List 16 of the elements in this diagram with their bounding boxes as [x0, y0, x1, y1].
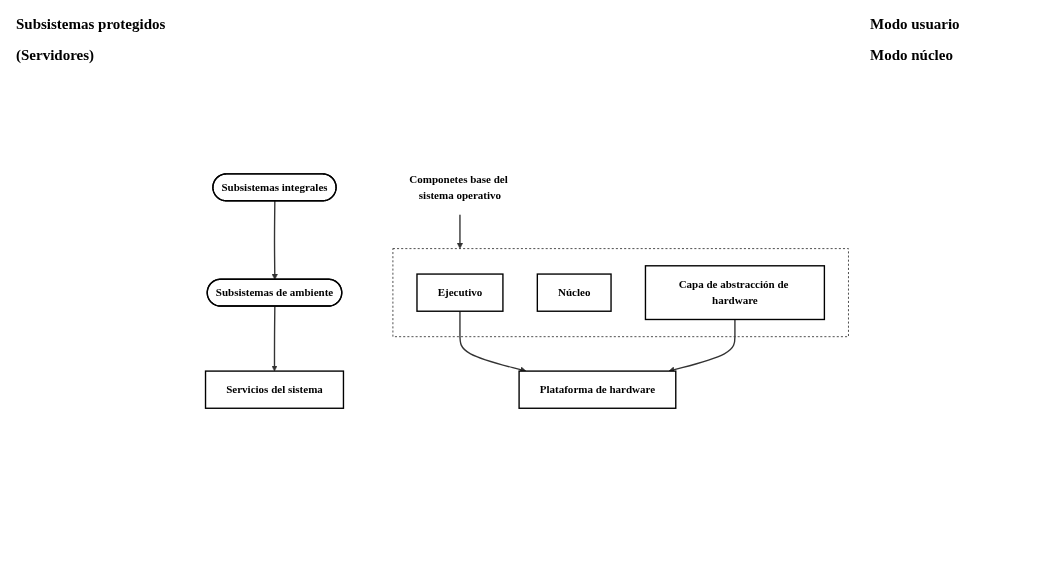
- node-box: Servicios del sistema: [204, 370, 345, 410]
- arrow: [668, 318, 736, 373]
- node-box: Núcleo: [536, 273, 612, 312]
- arrow: [271, 305, 278, 372]
- arrow: [456, 213, 463, 249]
- mode-label: Modo núcleo: [870, 47, 954, 64]
- mode-label: Modo usuario: [870, 16, 961, 33]
- cluster: [392, 248, 849, 338]
- arrow: [459, 310, 527, 373]
- node-box: Ejecutivo: [416, 273, 504, 312]
- node-box: Plataforma de hardware: [518, 370, 677, 410]
- arrow: [271, 200, 278, 280]
- node-text: Componetes base del sistema operativo: [409, 173, 508, 202]
- mode-label: Subsistemas protegidos: [16, 16, 167, 33]
- mode-label: (Servidores): [16, 47, 96, 64]
- node-box: Capa de abstracción de hardware: [644, 265, 826, 321]
